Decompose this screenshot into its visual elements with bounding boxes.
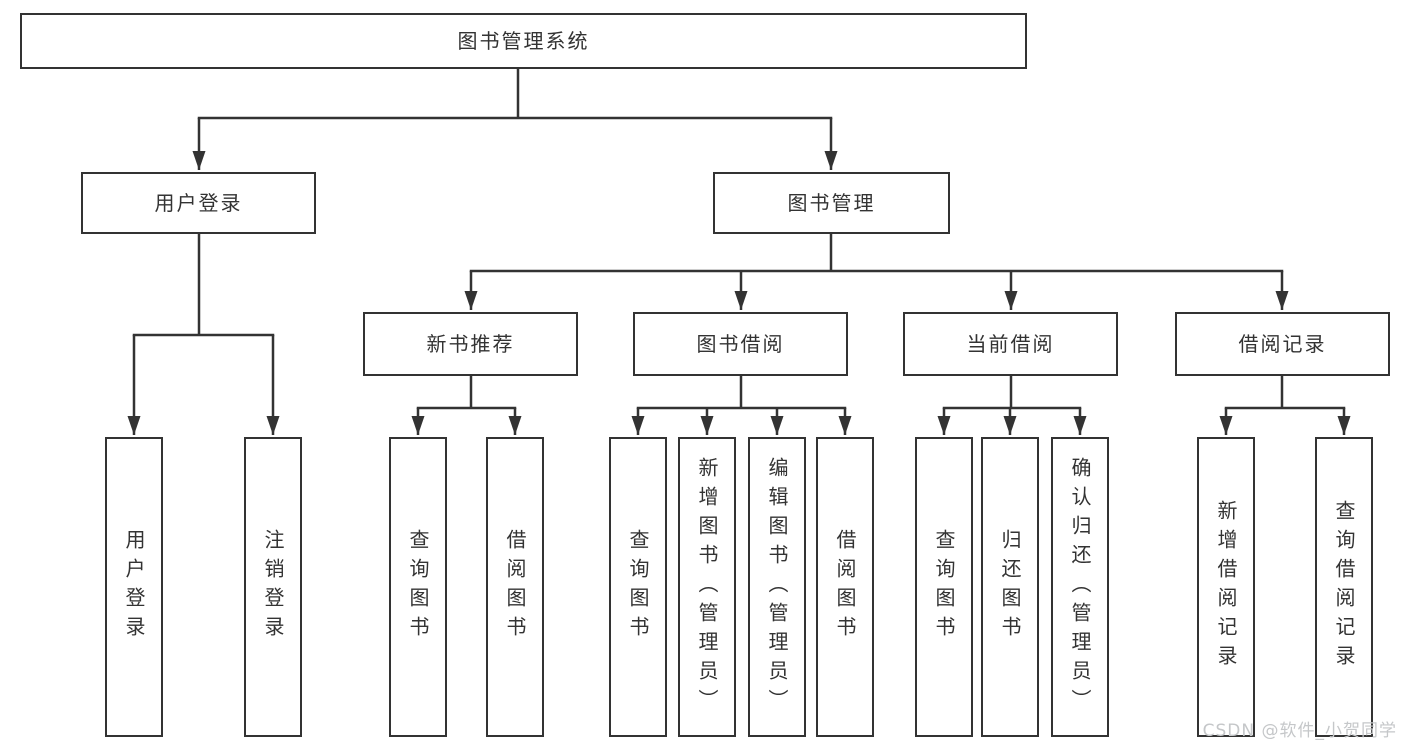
node-label: 当前借阅 [966, 332, 1055, 356]
leaf-add-books-admin: 新增图书（管理员） [678, 437, 736, 737]
leaf-return-books: 归还图书 [981, 437, 1039, 737]
node-label: 用户登录 [154, 191, 243, 215]
node-label: 图书管理系统 [457, 29, 590, 53]
leaf-confirm-return-admin: 确认归还（管理员） [1051, 437, 1109, 737]
node-root-system: 图书管理系统 [20, 13, 1027, 69]
leaf-edit-books-admin: 编辑图书（管理员） [748, 437, 806, 737]
leaf-label: 注销登录 [261, 529, 285, 645]
node-label: 图书借阅 [696, 332, 785, 356]
leaf-label: 查询图书 [932, 529, 956, 645]
leaf-logout: 注销登录 [244, 437, 302, 737]
leaf-query-books-2: 查询图书 [609, 437, 667, 737]
leaf-label: 查询图书 [626, 529, 650, 645]
node-new-book-recommend: 新书推荐 [363, 312, 578, 376]
node-user-login: 用户登录 [81, 172, 316, 234]
leaf-query-borrow-record: 查询借阅记录 [1315, 437, 1373, 737]
leaf-label: 查询借阅记录 [1332, 500, 1356, 674]
csdn-watermark: CSDN @软件_小贺同学 [1202, 721, 1397, 741]
leaf-label: 用户登录 [122, 529, 146, 645]
leaf-label: 借阅图书 [503, 529, 527, 645]
leaf-label: 编辑图书（管理员） [765, 456, 789, 718]
leaf-add-borrow-record: 新增借阅记录 [1197, 437, 1255, 737]
leaf-label: 新增图书（管理员） [695, 456, 719, 718]
node-book-management: 图书管理 [713, 172, 950, 234]
node-current-borrow: 当前借阅 [903, 312, 1118, 376]
node-label: 借阅记录 [1238, 332, 1327, 356]
leaf-label: 新增借阅记录 [1214, 500, 1238, 674]
leaf-label: 确认归还（管理员） [1068, 456, 1092, 718]
leaf-label: 借阅图书 [833, 529, 857, 645]
leaf-query-books-1: 查询图书 [389, 437, 447, 737]
leaf-borrow-books-2: 借阅图书 [816, 437, 874, 737]
leaf-label: 查询图书 [406, 529, 430, 645]
node-label: 图书管理 [787, 191, 876, 215]
node-borrow-records: 借阅记录 [1175, 312, 1390, 376]
leaf-user-login: 用户登录 [105, 437, 163, 737]
leaf-query-books-3: 查询图书 [915, 437, 973, 737]
node-book-borrow: 图书借阅 [633, 312, 848, 376]
leaf-borrow-books-1: 借阅图书 [486, 437, 544, 737]
node-label: 新书推荐 [426, 332, 515, 356]
leaf-label: 归还图书 [998, 529, 1022, 645]
